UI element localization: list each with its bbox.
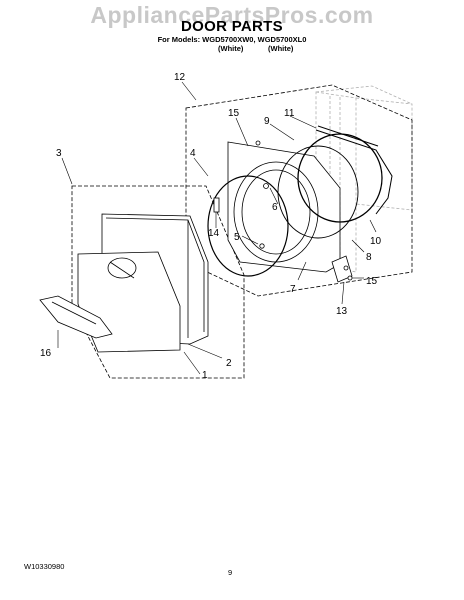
callout-13: 13	[336, 306, 348, 317]
callout-10: 10	[370, 236, 382, 247]
part-door-gasket-left	[207, 175, 289, 277]
callout-9: 9	[264, 116, 270, 127]
part-wire-bar	[315, 125, 393, 215]
part-window-ring	[277, 145, 359, 239]
callout-12: 12	[174, 72, 186, 83]
watermark-text: AppliancePartsPros.com	[90, 2, 374, 28]
callout-1: 1	[202, 370, 208, 381]
callout-15-bottom: 15	[366, 276, 378, 287]
callout-5: 5	[234, 232, 240, 243]
callout-7: 7	[290, 284, 296, 295]
callout-16: 16	[40, 348, 52, 359]
document-code: W10330980	[24, 562, 65, 571]
part-door-gasket-right	[297, 133, 383, 223]
assembly-box-12	[185, 84, 413, 297]
part-door-handle	[39, 295, 113, 339]
model-color-1: (White)	[218, 44, 244, 53]
callout-14: 14	[208, 228, 220, 239]
diagram-title: DOOR PARTS	[181, 18, 283, 35]
part-screws	[213, 140, 353, 281]
part-hinge	[331, 255, 353, 283]
callout-3: 3	[56, 148, 62, 159]
model-color-2: (White)	[268, 44, 294, 53]
callout-numbers: 12 3 4 15 9 11 6 5 14 10 8 7 15 13 2 1 1…	[40, 72, 382, 381]
callout-11: 11	[284, 108, 295, 119]
callout-4: 4	[190, 148, 196, 159]
leader-lines	[57, 81, 377, 375]
callout-2: 2	[226, 358, 232, 369]
models-line: For Models: WGD5700XW0, WGD5700XL0	[157, 35, 307, 44]
callout-6: 6	[272, 202, 278, 213]
callout-8: 8	[366, 252, 372, 263]
part-inner-door-frame	[227, 141, 341, 273]
page-number: 9	[228, 568, 233, 577]
callout-15-top: 15	[228, 108, 240, 119]
